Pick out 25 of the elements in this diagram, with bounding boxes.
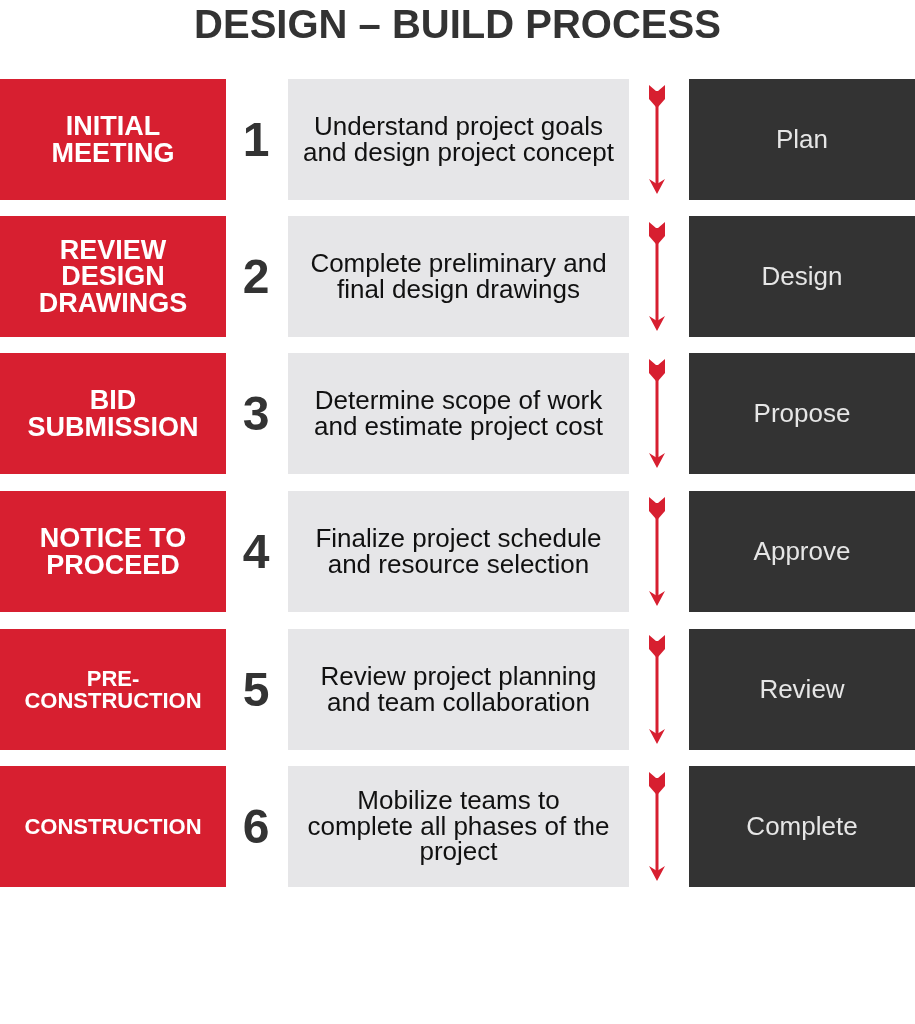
step-box: BID SUBMISSION: [0, 353, 226, 474]
phase-box: Approve: [689, 491, 915, 612]
step-number: 4: [241, 523, 271, 579]
title: DESIGN – BUILD PROCESS: [193, 2, 722, 47]
step-box: INITIAL MEETING: [0, 79, 226, 200]
step-number: 3: [241, 385, 271, 441]
description-box: Mobilize teams to complete all phases of the project: [288, 766, 629, 887]
phase-box: Propose: [689, 353, 915, 474]
description-box: Finalize project schedule and resource selection: [288, 491, 629, 612]
step-number: 5: [241, 661, 271, 717]
phase-box: Design: [689, 216, 915, 337]
step-box: NOTICE TO PROCEED: [0, 491, 226, 612]
step-box: REVIEW DESIGN DRAWINGS: [0, 216, 226, 337]
step-box: CONSTRUCTION: [0, 766, 226, 887]
step-number: 1: [241, 111, 271, 167]
description-box: Determine scope of work and estimate project cost: [288, 353, 629, 474]
phase-box: Review: [689, 629, 915, 750]
description-box: Review project planning and team collaboration: [288, 629, 629, 750]
step-number: 6: [241, 798, 271, 854]
description-box: Complete preliminary and final design drawings: [288, 216, 629, 337]
phase-box: Complete: [689, 766, 915, 887]
step-box: PRE-CONSTRUCTION: [0, 629, 226, 750]
phase-box: Plan: [689, 79, 915, 200]
step-number: 2: [241, 248, 271, 304]
description-box: Understand project goals and design project concept: [288, 79, 629, 200]
